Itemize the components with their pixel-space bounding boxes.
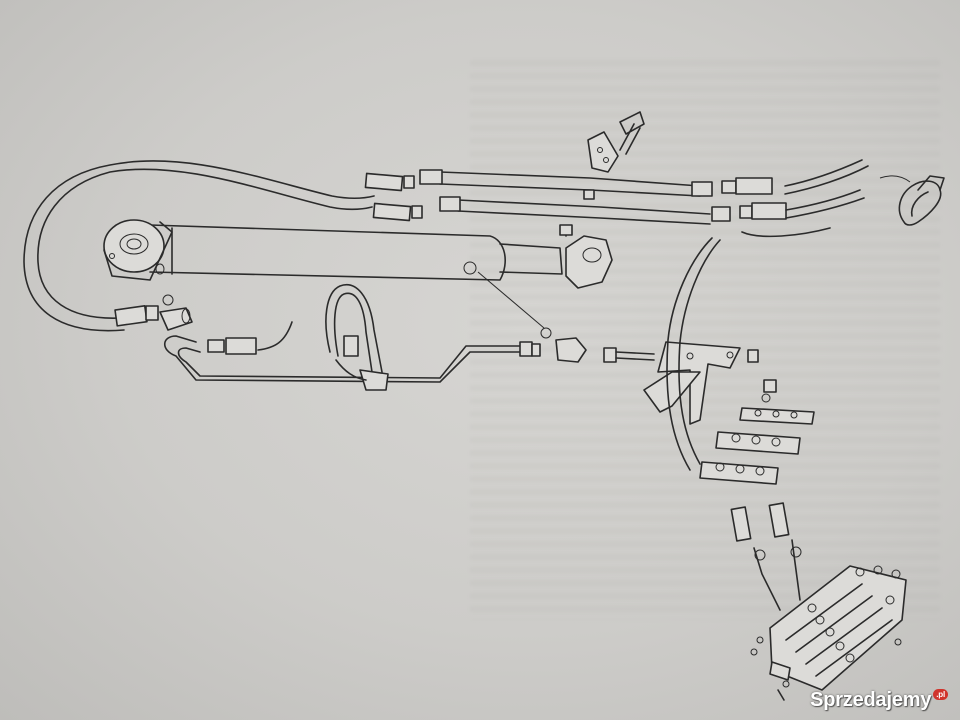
lower-left-fittings [114, 294, 293, 355]
hydraulic-cylinder [103, 219, 613, 289]
watermark-logo: Sprzedajemy .pl [810, 689, 948, 712]
upper-hoses [364, 159, 869, 225]
tail-hose [741, 227, 831, 238]
control-valve-block [750, 565, 907, 701]
bleed-through-text [470, 60, 940, 620]
steel-pipe [163, 271, 587, 383]
hose-clip [879, 175, 945, 226]
strap-clamp [325, 284, 389, 391]
watermark-suffix: .pl [933, 689, 948, 700]
valve-feed-hoses [666, 237, 802, 611]
watermark-brand: Sprzedajemy [810, 689, 932, 711]
hose-grip-blocks [699, 407, 815, 485]
bolt-bracket [583, 111, 645, 200]
loop-hose [23, 160, 375, 332]
